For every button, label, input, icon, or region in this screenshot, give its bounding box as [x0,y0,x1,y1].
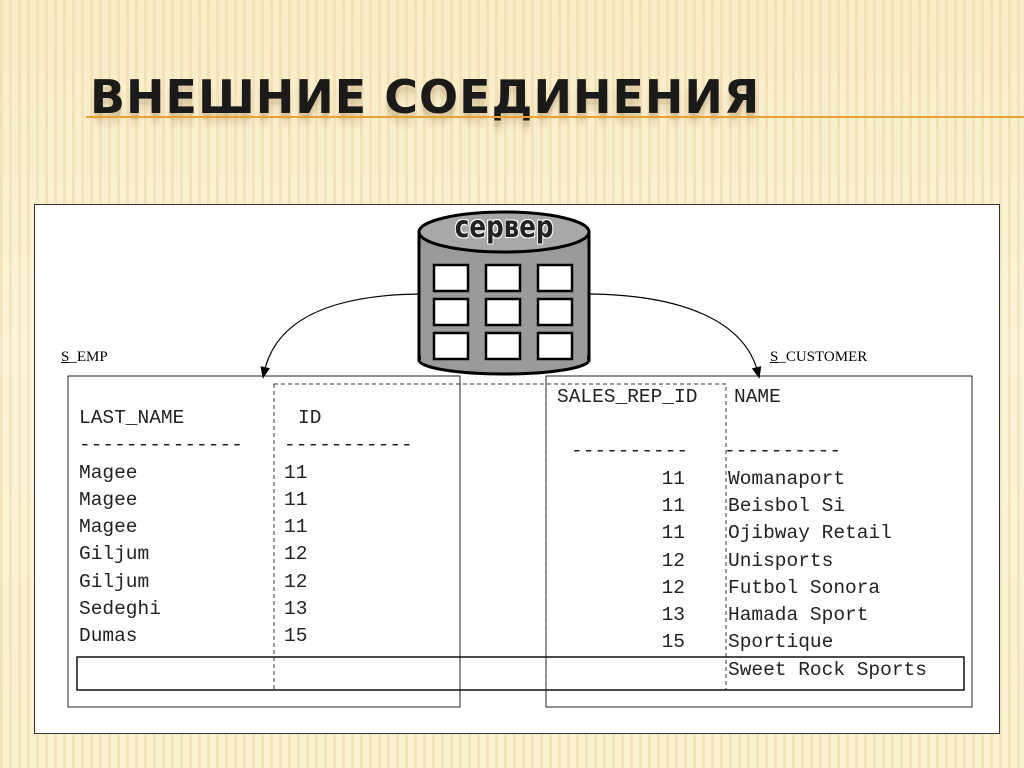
emp-row-id: 11 [284,516,308,538]
arrow-to-s-customer [589,293,762,379]
customer-header-sales-rep-id: SALES_REP_ID [557,386,698,408]
customer-row-sales-rep-id: 15 [661,631,685,653]
customer-row-name-unmatched: Sweet Rock Sports [728,659,927,681]
emp-row-id: 12 [284,571,308,593]
s-customer-caption-rest: _CUSTOMER [778,349,868,365]
customer-row-sales-rep-id: 12 [661,577,685,599]
customer-header-name: NAME [734,386,781,408]
arrow-to-s-emp [260,293,421,379]
customer-separator-name: ---------- [724,440,842,462]
emp-header-id: ID [298,407,322,429]
emp-row-last-name: Giljum [79,543,150,565]
customer-row-sales-rep-id: 11 [661,522,685,544]
emp-separator-id: ----------- [284,434,413,456]
server-label: сервер [454,210,554,245]
customer-row-sales-rep-id: 11 [661,468,685,490]
emp-row-last-name: Dumas [79,625,138,647]
customer-row-name: Hamada Sport [728,604,869,626]
customer-row-sales-rep-id: 11 [661,495,685,517]
emp-separator-last-name: -------------- [79,434,243,456]
emp-row-id: 15 [284,625,308,647]
customer-row-name: Womanaport [728,468,846,490]
database-grid-icon [432,263,574,361]
customer-row-sales-rep-id: 12 [661,550,685,572]
emp-row-last-name: Giljum [79,571,150,593]
s-customer-caption: S_CUSTOMER [770,349,867,366]
s-emp-caption: S_EMP [61,349,108,366]
emp-header-last-name: LAST_NAME [79,407,185,429]
emp-row-last-name: Sedeghi [79,598,161,620]
emp-row-id: 11 [284,462,308,484]
s-emp-caption-rest: _EMP [69,349,108,365]
customer-row-name: Unisports [728,550,834,572]
emp-row-last-name: Magee [79,462,138,484]
emp-row-last-name: Magee [79,516,138,538]
customer-row-name: Futbol Sonora [728,577,881,599]
emp-row-last-name: Magee [79,489,138,511]
outer-join-row-highlight [76,656,965,691]
customer-row-name: Beisbol Si [728,495,846,517]
customer-separator-sales-rep-id: ---------- [571,440,689,462]
emp-row-id: 11 [284,489,308,511]
s-customer-caption-prefix: S [770,349,779,365]
s-emp-box [67,375,461,708]
customer-row-name: Sportique [728,631,834,653]
emp-row-id: 13 [284,598,308,620]
slide-title: ВНЕШНИЕ СОЕДИНЕНИЯ [90,70,761,124]
customer-row-sales-rep-id: 13 [661,604,685,626]
title-rule [86,116,1024,118]
s-emp-caption-prefix: S [61,349,70,365]
customer-row-name: Ojibway Retail [728,522,892,544]
emp-row-id: 12 [284,543,308,565]
